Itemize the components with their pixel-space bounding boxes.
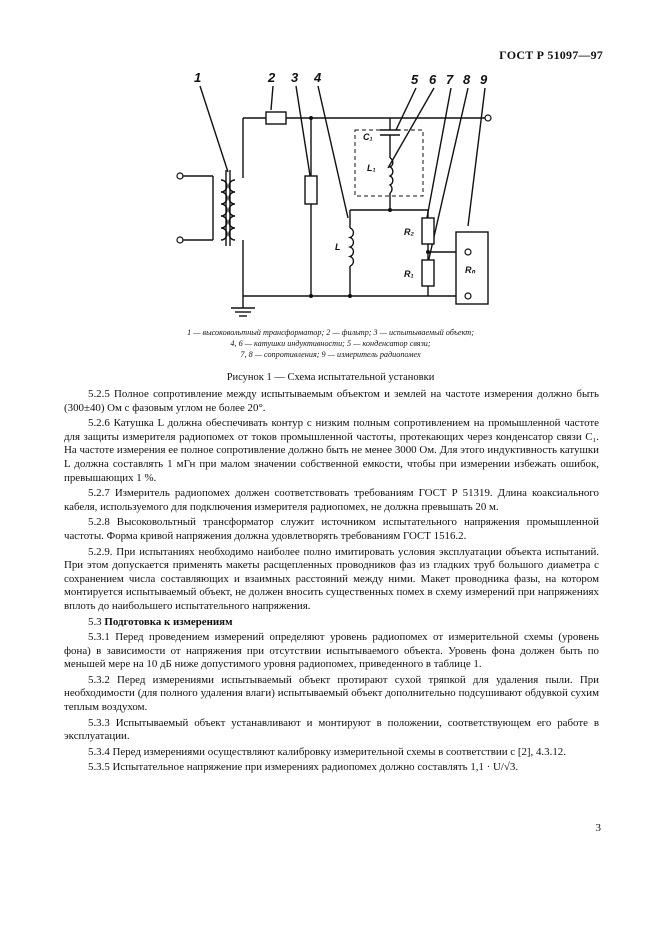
paragraph: 5.2.7 Измеритель радиопомех должен соотв… — [64, 487, 599, 513]
paragraph: 5.2.5 Полное сопротивление между испытыв… — [64, 388, 599, 414]
circuit-diagram: 1 2 3 4 5 6 7 8 9 C₁ L₁ L R₂ R₁ Rₙ — [176, 70, 492, 317]
paragraph: 5.3.3 Испытываемый объект устанавливают … — [64, 716, 599, 743]
paragraph-last-text: 5.3.5 Испытательное напряжение при измер… — [88, 761, 468, 774]
fig-num-3: 3 — [291, 70, 299, 85]
page-number: 3 — [595, 822, 602, 834]
paragraph: 5.3.4 Перед измерениями осуществляют кал… — [88, 745, 566, 758]
paragraph: 5.2.8 Высоковольтный трансформатор служи… — [64, 516, 599, 542]
figure-legend-line-2: 4, 6 — катушки индуктивности; 5 — конден… — [230, 339, 431, 348]
standard-header: ГОСТ Р 51097—97 — [499, 48, 603, 62]
label-l: L — [335, 242, 341, 252]
label-l1: L₁ — [367, 163, 376, 173]
paragraph: 5.2.6 Катушка L должна обеспечивать конт… — [64, 417, 599, 484]
figure-caption: Рисунок 1 — Схема испытательной установк… — [226, 372, 435, 383]
fig-num-9: 9 — [480, 72, 488, 87]
paragraph: 5.3.1 Перед проведением измерений опреде… — [64, 631, 599, 671]
paragraph: 5.3.2 Перед измерениями испытываемый объ… — [64, 673, 599, 714]
voltage-formula: 1,1 · U/√3. — [470, 761, 519, 774]
section-heading: 5.3 Подготовка к измерениям — [64, 616, 599, 630]
paragraph: 5.2.9. При испытаниях необходимо наиболе… — [64, 545, 599, 612]
fig-num-5: 5 — [411, 72, 419, 87]
label-rn: Rₙ — [465, 265, 475, 275]
fig-num-6: 6 — [429, 72, 437, 87]
label-r1: R₁ — [404, 269, 414, 279]
document-body: 5.2.5 Полное сопротивление между испытыв… — [64, 388, 599, 775]
fig-num-1: 1 — [194, 70, 201, 85]
figure-legend-line-3: 7, 8 — сопротивления; 9 — измеритель рад… — [240, 350, 421, 359]
section-number: 5.3 — [88, 615, 102, 628]
fig-num-2: 2 — [267, 70, 276, 85]
fig-num-8: 8 — [463, 72, 471, 87]
fig-num-4: 4 — [313, 70, 322, 85]
section-title: Подготовка к измерениям — [104, 615, 233, 628]
label-c1: C₁ — [363, 132, 373, 142]
paragraph-last: 5.3.5 Испытательное напряжение при измер… — [64, 761, 599, 775]
figure-legend-line-1: 1 — высоковольтный трансформатор; 2 — фи… — [187, 328, 474, 337]
fig-num-7: 7 — [446, 72, 454, 87]
label-r2: R₂ — [404, 227, 414, 237]
